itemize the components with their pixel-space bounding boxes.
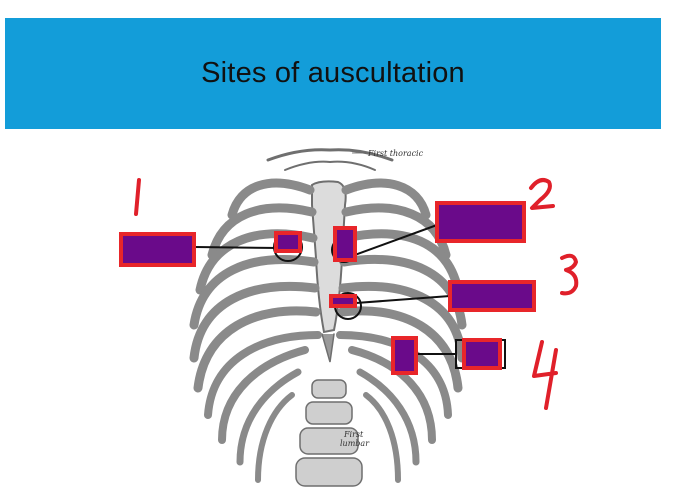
site-4-label-box[interactable] [462, 338, 502, 370]
first-lumbar-label-line2: lumbar [340, 439, 370, 448]
title-banner: Sites of auscultation [5, 18, 661, 129]
site-3-label-box[interactable] [448, 280, 536, 312]
handwritten-number-3 [560, 253, 579, 296]
site-3-marker-box [329, 294, 357, 308]
handwritten-number-2 [529, 178, 555, 210]
site-1-label-box[interactable] [119, 232, 196, 267]
leader-line-site-2 [351, 224, 438, 257]
page-title: Sites of auscultation [201, 57, 465, 89]
leader-line-site-3 [355, 295, 451, 304]
first-thoracic-label: First thoracic [367, 149, 424, 158]
leader-line-site-1 [194, 246, 281, 249]
rib-cage-illustration [189, 148, 467, 487]
site-1-marker-box [274, 231, 302, 253]
handwritten-number-4 [532, 340, 558, 410]
site-2-marker-box [333, 226, 357, 262]
first-lumbar-label-line1: First [343, 430, 364, 439]
site-4-marker-box [391, 336, 418, 375]
handwritten-number-1 [134, 178, 141, 216]
site-2-label-box[interactable] [435, 201, 526, 243]
